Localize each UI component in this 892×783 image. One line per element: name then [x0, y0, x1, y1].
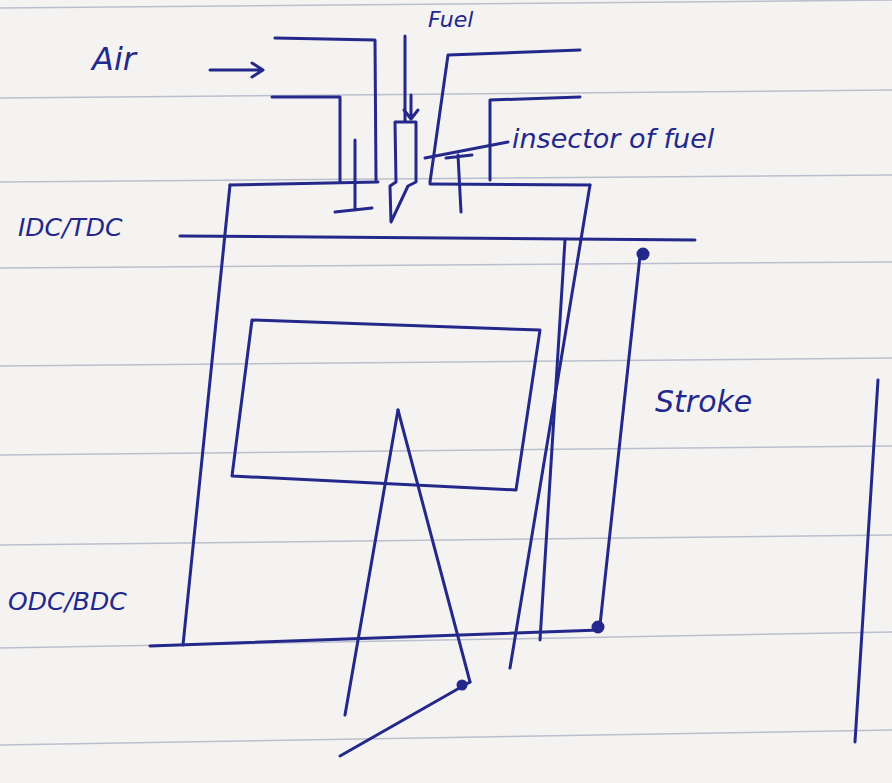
label-text: IDC/TDC	[18, 214, 122, 242]
connecting-rod	[345, 410, 398, 715]
dimension-dot	[638, 249, 648, 259]
label-text: Air	[92, 42, 136, 77]
air-arrow	[210, 63, 263, 77]
intake-port	[275, 38, 376, 180]
label-text: Stroke	[655, 385, 752, 418]
exhaust-port	[430, 50, 580, 182]
cylinder-inner-wall	[540, 240, 565, 640]
ruled-lines	[0, 0, 892, 745]
leader-line	[425, 142, 508, 158]
connecting-rod	[398, 410, 470, 682]
bdc-line	[150, 630, 600, 646]
intake-valve	[335, 140, 372, 212]
fuel-arrow	[404, 95, 418, 119]
crank-pin	[458, 681, 466, 689]
fuel-injector	[390, 36, 416, 222]
dimension-dot	[593, 622, 603, 632]
cylinder-wall	[183, 185, 230, 645]
exhaust-valve	[446, 155, 472, 212]
label-text: Fuel	[428, 8, 473, 32]
cylinder-wall	[510, 185, 590, 668]
margin-line	[855, 380, 878, 742]
piston	[232, 320, 540, 490]
label-text: insector of fuel	[512, 124, 714, 154]
label-text: ODC/BDC	[8, 588, 127, 616]
tdc-line	[180, 236, 695, 240]
crank	[340, 682, 470, 756]
stroke-dimension	[600, 256, 640, 625]
cylinder-head	[430, 184, 590, 185]
intake-port	[272, 97, 340, 182]
